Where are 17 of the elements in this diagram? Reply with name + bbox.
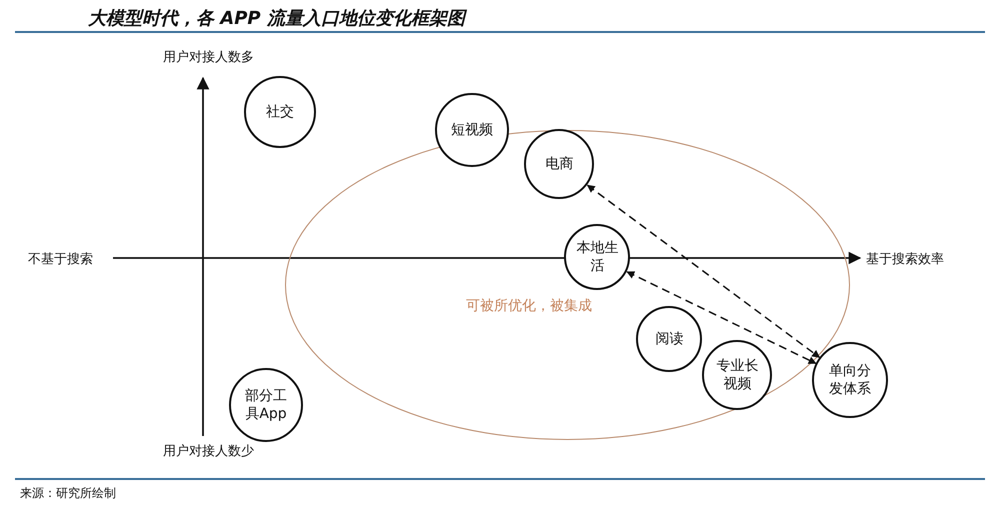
arrow <box>626 271 817 364</box>
app-circle: 阅读 <box>636 306 702 372</box>
source-note: 来源：研究所绘制 <box>20 485 116 502</box>
app-circle: 本地生活 <box>564 224 630 290</box>
axis-label: 基于搜索效率 <box>866 251 944 268</box>
arrow <box>586 184 820 358</box>
region-caption: 可被所优化，被集成 <box>466 297 592 315</box>
app-circle: 电商 <box>524 129 594 200</box>
title: 大模型时代，各 APP 流量入口地位变化框架图 <box>88 7 465 30</box>
app-circle: 部分工具App <box>229 368 303 442</box>
app-circle: 专业长视频 <box>702 340 772 410</box>
app-circle: 社交 <box>244 76 316 148</box>
app-circle: 单向分发体系 <box>812 342 888 418</box>
app-circle: 短视频 <box>435 93 509 167</box>
axis-label: 用户对接人数少 <box>163 443 254 460</box>
axis-label: 用户对接人数多 <box>163 49 254 66</box>
axis-label: 不基于搜索 <box>28 251 93 268</box>
